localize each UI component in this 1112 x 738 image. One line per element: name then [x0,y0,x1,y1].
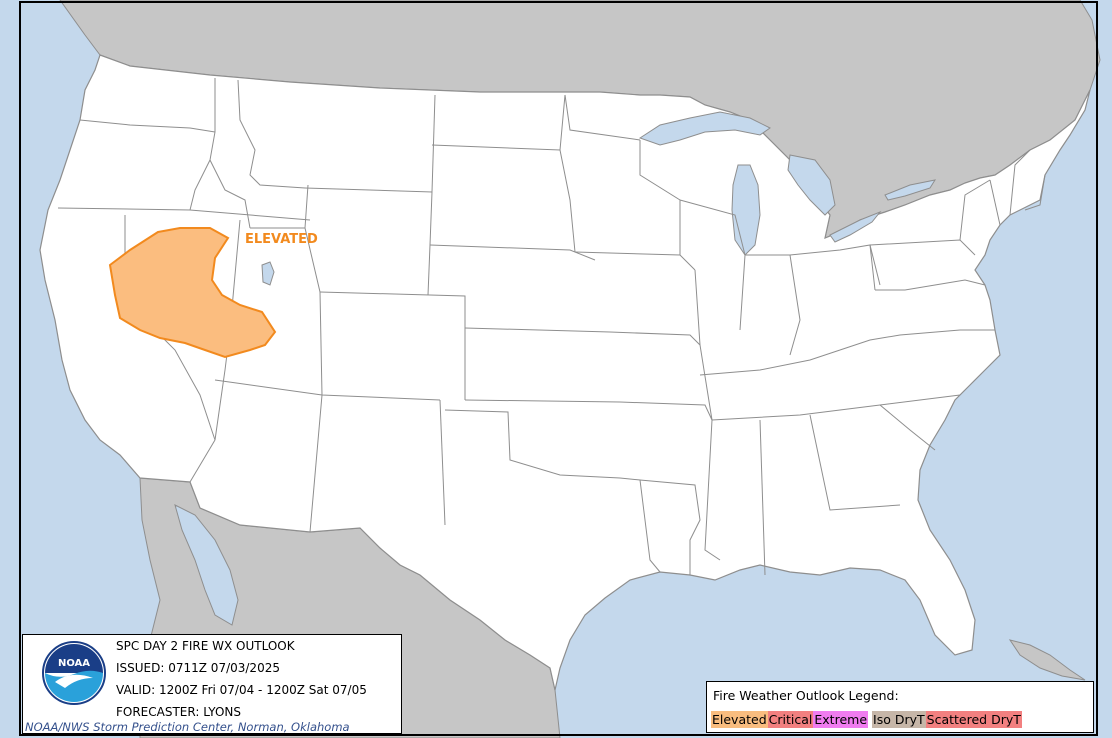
noaa-logo: NOAA [42,641,106,705]
agency-credit: NOAA/NWS Storm Prediction Center, Norman… [25,720,350,734]
legend-item-critical: Critical [767,711,814,728]
map-border [19,1,1098,736]
noaa-logo-text: NOAA [58,658,90,669]
lake-erie [829,210,882,243]
legend-title: Fire Weather Outlook Legend: [713,688,899,703]
lake-superior [638,111,771,146]
valid-period: VALID: 1200Z Fri 07/04 - 1200Z Sat 07/05 [116,683,367,697]
legend-item-scattered-dryt: Scattered DryT [925,711,1022,728]
issued-time: ISSUED: 0711Z 07/03/2025 [116,661,280,675]
legend-spacer [868,711,873,728]
lake-huron [787,154,836,216]
gulf-of-california [174,504,239,626]
state-boundaries [57,78,1046,576]
conus-land [39,54,1091,691]
elevated-risk-area [108,227,277,359]
legend-item-extreme: Extreme [813,711,869,728]
forecaster-name: FORECASTER: LYONS [116,705,242,719]
legend-items: Elevated Critical Extreme Iso DryT Scatt… [711,711,1022,728]
great-salt-lake [261,261,275,286]
lake-ontario [884,179,937,201]
product-info-box: NOAA SPC DAY 2 FIRE WX OUTLOOK ISSUED: 0… [22,634,402,734]
elevated-map-label: ELEVATED [245,232,318,247]
legend-box: Fire Weather Outlook Legend: Elevated Cr… [706,681,1094,733]
cuba-land [1008,639,1086,681]
legend-item-iso-dryt: Iso DryT [872,711,926,728]
lake-michigan [731,164,761,256]
legend-item-elevated: Elevated [711,711,768,728]
product-title: SPC DAY 2 FIRE WX OUTLOOK [116,639,295,653]
